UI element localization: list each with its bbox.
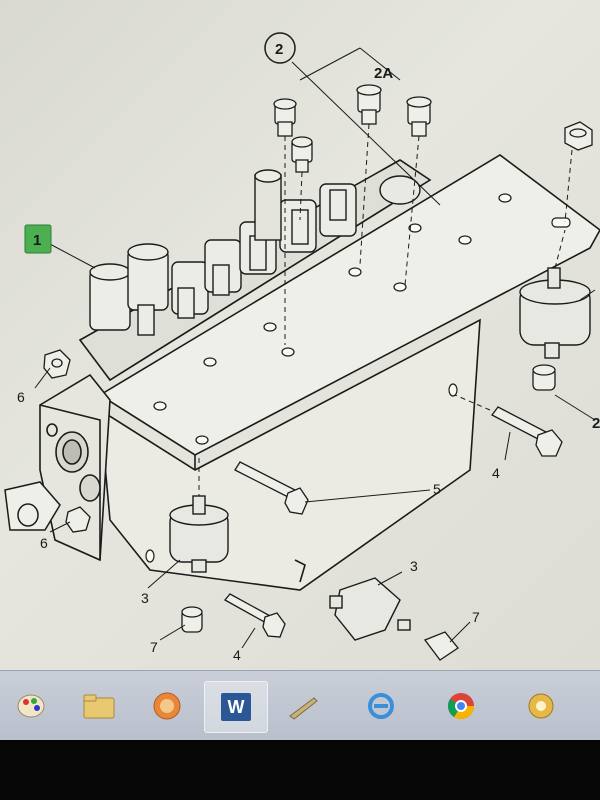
- paint-icon: [17, 694, 45, 718]
- callout-2a[interactable]: 2A: [374, 65, 393, 82]
- callout-2-right[interactable]: 2: [592, 415, 600, 432]
- app-icon: [528, 693, 554, 719]
- firefox-icon: [153, 692, 181, 720]
- ie-icon: [368, 693, 394, 719]
- callout-1-highlight[interactable]: [24, 224, 52, 254]
- callout-4-right[interactable]: 4: [492, 465, 500, 481]
- callout-6-bottom[interactable]: 6: [40, 535, 48, 551]
- callout-7-left[interactable]: 7: [150, 639, 158, 655]
- word-icon: W: [221, 693, 251, 721]
- taskbar-app-other[interactable]: [510, 681, 572, 731]
- callout-7-right[interactable]: 7: [472, 609, 480, 625]
- explorer-icon: [83, 694, 115, 719]
- taskbar-app-ie[interactable]: [350, 681, 412, 731]
- windows-taskbar: W: [0, 670, 600, 740]
- mounts-3: [169, 267, 591, 641]
- callout-2-circle[interactable]: [264, 32, 296, 64]
- chrome-icon: [447, 693, 475, 720]
- callout-6-top[interactable]: 6: [17, 389, 25, 405]
- callout-2[interactable]: 2: [275, 41, 283, 58]
- callout-4-bottom[interactable]: 4: [233, 647, 241, 663]
- assembly-lines: [198, 123, 573, 496]
- pump-barrels: [89, 169, 421, 336]
- taskbar-app-paint[interactable]: [0, 681, 62, 731]
- monitor-bezel: [0, 740, 600, 800]
- callout-3-right[interactable]: 3: [410, 558, 418, 574]
- pen-icon: [289, 697, 318, 720]
- control-lever: [4, 481, 61, 531]
- bolts-2a: [273, 84, 432, 173]
- leader-lines: [34, 47, 596, 649]
- bolts-4-5: [223, 406, 563, 638]
- nuts-caps: [43, 349, 556, 661]
- taskbar-app-explorer[interactable]: [68, 681, 130, 731]
- monitor-screen: 1 2 2A 2 3 3 4 4 5 6 6 7 7: [0, 0, 600, 740]
- plate-holes: [145, 193, 571, 563]
- parts-diagram: 1 2 2A 2 3 3 4 4 5 6 6 7 7: [4, 32, 600, 663]
- nut-right: [564, 121, 593, 151]
- callout-5[interactable]: 5: [433, 481, 441, 497]
- taskbar-app-word[interactable]: W: [204, 681, 268, 733]
- taskbar-app-chrome[interactable]: [430, 681, 492, 731]
- taskbar-app-pen[interactable]: [272, 681, 334, 731]
- taskbar-app-firefox[interactable]: [136, 681, 198, 731]
- callout-1[interactable]: 1: [33, 232, 41, 249]
- callout-3-left[interactable]: 3: [141, 590, 149, 606]
